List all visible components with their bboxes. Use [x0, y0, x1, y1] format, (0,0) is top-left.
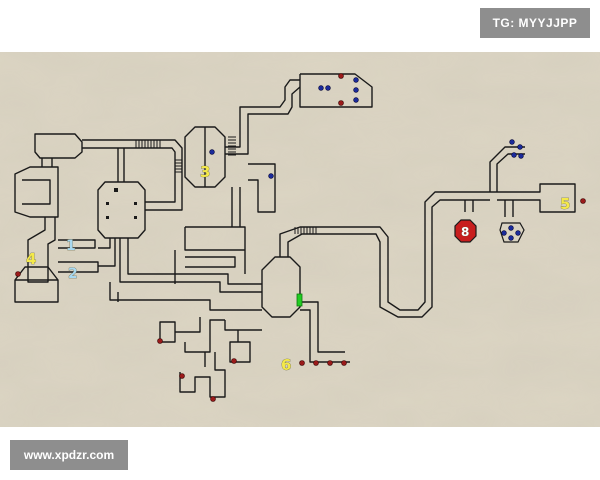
- label-1: 1: [66, 238, 76, 254]
- green-door: [296, 293, 303, 307]
- wall-mid-maze-b: [185, 256, 236, 268]
- stairs-top-corridor: [135, 140, 161, 148]
- wall-corridor-g: [231, 187, 241, 227]
- stairs-room-3: [228, 136, 236, 156]
- wall-column-right-3: [248, 163, 276, 213]
- wall-corridor-b: [117, 148, 125, 182]
- wall-long-right-corridor: [279, 191, 490, 318]
- stairs-vertical-a: [175, 159, 182, 173]
- red-marker: [327, 360, 333, 366]
- red-marker: [210, 396, 216, 402]
- wall-lower-maze-d: [179, 352, 226, 398]
- map-walls: [14, 73, 576, 398]
- wall-room-topleft: [34, 133, 83, 159]
- red-marker: [179, 373, 185, 379]
- label-6: 6: [281, 356, 291, 374]
- wall-lower-maze-c: [224, 320, 262, 363]
- red-octagon-8: [454, 219, 477, 243]
- wall-room-5: [490, 183, 576, 213]
- pillars: [106, 188, 137, 219]
- wall-corridor-f: [225, 79, 301, 155]
- label-8: 8: [461, 225, 469, 239]
- red-marker: [157, 338, 163, 344]
- dungeon-map: 1 2 3 4 5 6 8: [0, 52, 600, 427]
- label-3: 3: [200, 163, 210, 181]
- watermark-top: TG: MYYJJPP: [480, 8, 590, 38]
- wall-top-corridor: [82, 139, 183, 182]
- red-marker: [338, 100, 344, 106]
- wall-passages-1-2: [58, 239, 99, 273]
- wall-branch-8: [464, 200, 474, 212]
- red-marker: [338, 73, 344, 79]
- red-marker: [15, 271, 21, 277]
- red-markers: [15, 73, 586, 402]
- wall-branch-blue: [504, 200, 514, 217]
- wall-centre-room: [97, 181, 146, 239]
- wall-corridor-e: [119, 238, 262, 293]
- stairs-long-corridor: [294, 227, 317, 234]
- wall-corridor-d: [98, 238, 116, 267]
- wall-lower-maze-b: [159, 317, 225, 353]
- wall-corridor-left: [27, 217, 56, 283]
- red-marker: [313, 360, 319, 366]
- wall-room-topright: [299, 73, 373, 108]
- wall-mid-maze: [174, 226, 246, 284]
- blue-markers: [209, 77, 524, 241]
- red-marker: [231, 358, 237, 364]
- wall-left-tower: [14, 166, 59, 218]
- wall-room-3: [184, 126, 226, 188]
- label-4: 4: [26, 250, 36, 268]
- wall-corridor-a: [41, 158, 53, 167]
- label-2: 2: [68, 266, 78, 282]
- wall-corridor-c: [145, 182, 183, 211]
- blue-diamond-room: [499, 222, 525, 243]
- watermark-bottom: www.xpdzr.com: [10, 440, 128, 470]
- red-marker: [341, 360, 347, 366]
- red-marker: [580, 198, 586, 204]
- stairs: [135, 136, 317, 234]
- red-marker: [299, 360, 305, 366]
- wall-lower-maze-a: [109, 282, 262, 311]
- label-5: 5: [560, 195, 570, 213]
- map-canvas: 1 2 3 4 5 6 8: [0, 52, 600, 427]
